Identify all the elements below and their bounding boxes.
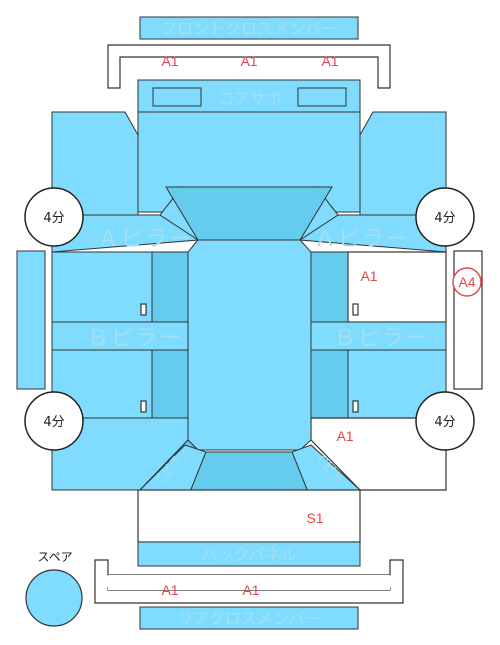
left-front-door[interactable] [51, 251, 153, 323]
front-right-wheel-label: 4分 [434, 211, 455, 226]
front-right-wheel[interactable] [415, 187, 475, 247]
front-cross-mark-1: A1 [161, 53, 178, 69]
rear-left-wheel-label: 4分 [43, 415, 64, 430]
rear-left-wheel[interactable] [24, 391, 84, 451]
left-front-door-handle [140, 303, 147, 316]
right-rear-door-handle [352, 400, 359, 413]
trunk-panel[interactable] [137, 489, 361, 543]
front-cross-member-outline[interactable] [107, 44, 391, 89]
spare-tire[interactable] [25, 569, 83, 627]
spare-label: スペア [37, 550, 72, 564]
right-a-pillar-label: Ａピラー [314, 227, 410, 252]
back-panel[interactable] [137, 541, 361, 567]
rear-cross-member-label: リアクロスメンバー [177, 609, 320, 628]
rear-cross-member-bar[interactable] [139, 606, 359, 630]
right-side-sill-mark: A4 [458, 274, 475, 290]
left-rear-door-inner [151, 349, 189, 419]
left-front-door-inner [151, 251, 189, 323]
rear-cross-member-inner [108, 575, 390, 590]
back-panel-label: バックパネル [201, 545, 296, 564]
left-rear-door-handle [140, 400, 147, 413]
core-support-right-lamp [297, 87, 347, 107]
rear-cross-mark-2: A1 [242, 582, 259, 598]
rear-window[interactable] [189, 451, 309, 493]
front-cross-mark-3: A1 [321, 53, 338, 69]
left-side-sill[interactable] [16, 250, 46, 390]
left-b-pillar-label: Ｂピラー [87, 326, 183, 351]
rear-right-wheel[interactable] [415, 391, 475, 451]
right-front-door-mark: A1 [360, 268, 377, 284]
right-front-door[interactable] [347, 251, 447, 323]
front-left-wheel-label: 4分 [43, 211, 64, 226]
right-side-sill-mark-circle [452, 267, 482, 297]
trunk-mark: S1 [306, 510, 323, 526]
right-front-door-inner [310, 251, 349, 323]
left-b-pillar[interactable] [51, 321, 191, 351]
left-a-pillar-label: Ａピラー [97, 227, 193, 252]
core-support-left-lamp [152, 87, 202, 107]
core-support-label: コアサポ [218, 89, 282, 108]
right-b-pillar-label: Ｂピラー [334, 326, 430, 351]
front-cross-member-bar[interactable] [139, 16, 359, 40]
front-cross-member-label: フロントクロスメンバー [161, 19, 337, 38]
rear-cross-mark-1: A1 [161, 582, 178, 598]
front-left-wheel[interactable] [24, 187, 84, 247]
right-rear-door-inner [310, 349, 349, 419]
front-cross-mark-2: A1 [240, 53, 257, 69]
right-front-door-handle [352, 303, 359, 316]
windshield[interactable] [165, 186, 333, 241]
rear-right-wheel-label: 4分 [434, 415, 455, 430]
right-rear-quarter-mark: A1 [336, 428, 353, 444]
